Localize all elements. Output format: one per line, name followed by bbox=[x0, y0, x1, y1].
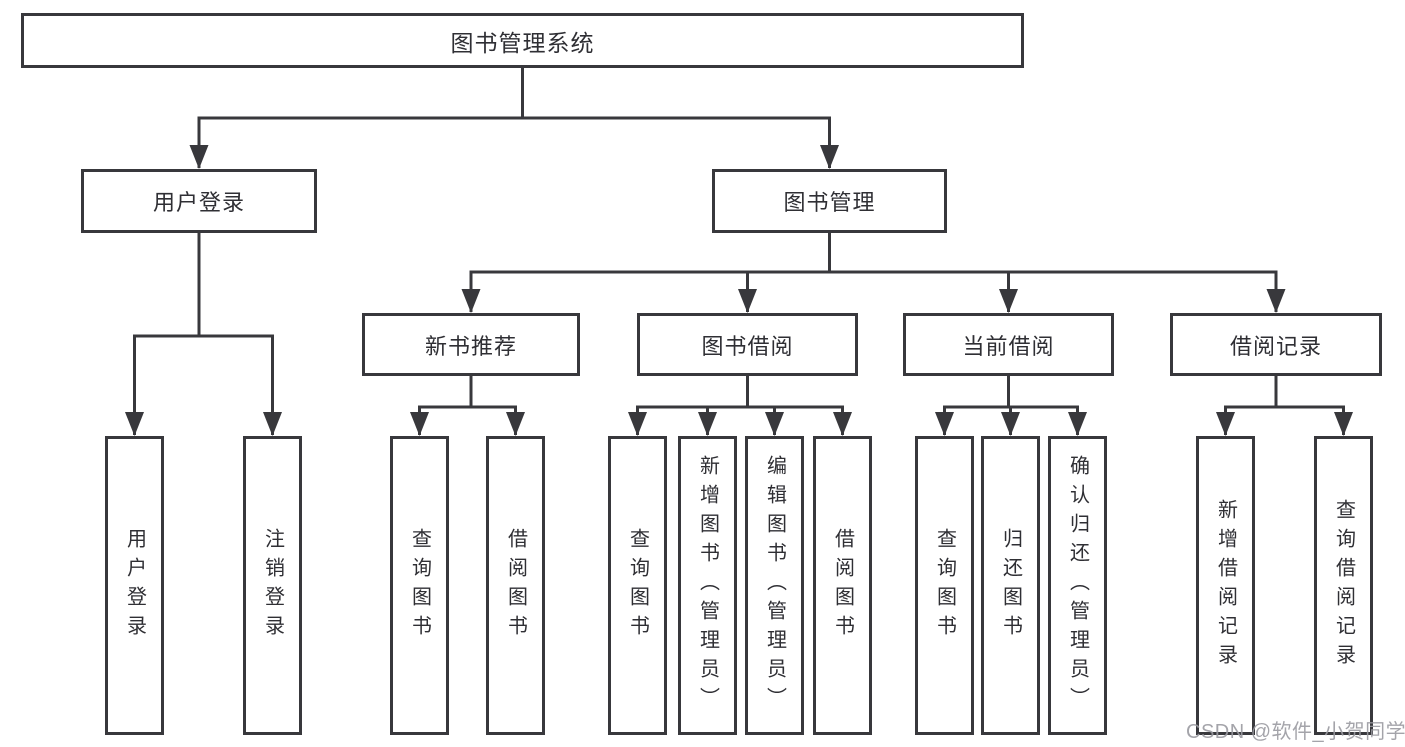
node-new-book-recommendation-label: 新书推荐 bbox=[424, 333, 517, 359]
leaf-rec-borrow-books: 借阅图书 bbox=[486, 436, 545, 735]
leaf-borrow-borrow-books: 借阅图书 bbox=[813, 436, 872, 735]
leaf-current-return-books: 归还图书 bbox=[981, 436, 1040, 735]
node-borrowing-records: 借阅记录 bbox=[1170, 313, 1382, 376]
node-borrowing-records-label: 借阅记录 bbox=[1229, 333, 1322, 359]
leaf-borrow-query-books: 查询图书 bbox=[608, 436, 667, 735]
leaf-current-return-books-label: 归还图书 bbox=[999, 527, 1022, 644]
leaf-records-query-borrow-record-label: 查询借阅记录 bbox=[1332, 498, 1355, 673]
leaf-current-confirm-return-admin-label: 确认归还（管理员） bbox=[1066, 455, 1089, 716]
node-new-book-recommendation: 新书推荐 bbox=[362, 313, 580, 376]
leaf-rec-borrow-books-label: 借阅图书 bbox=[504, 527, 527, 644]
leaf-borrow-add-books-admin: 新增图书（管理员） bbox=[678, 436, 737, 735]
node-book-management-label: 图书管理 bbox=[783, 190, 876, 215]
leaf-rec-query-books: 查询图书 bbox=[390, 436, 449, 735]
node-root: 图书管理系统 bbox=[21, 13, 1024, 68]
node-root-label: 图书管理系统 bbox=[450, 29, 595, 56]
node-user-login-label: 用户登录 bbox=[152, 190, 245, 215]
leaf-records-query-borrow-record: 查询借阅记录 bbox=[1314, 436, 1373, 735]
leaf-records-add-borrow-record: 新增借阅记录 bbox=[1196, 436, 1255, 735]
leaf-borrow-add-books-admin-label: 新增图书（管理员） bbox=[696, 455, 719, 716]
leaf-records-add-borrow-record-label: 新增借阅记录 bbox=[1214, 498, 1237, 673]
leaf-user-login-label: 用户登录 bbox=[123, 527, 146, 644]
node-book-borrowing-label: 图书借阅 bbox=[701, 333, 794, 359]
node-user-login: 用户登录 bbox=[81, 169, 317, 233]
leaf-logout-label: 注销登录 bbox=[261, 527, 284, 644]
csdn-watermark: CSDN @软件_小贺同学 bbox=[1186, 721, 1405, 743]
node-book-borrowing: 图书借阅 bbox=[637, 313, 858, 376]
leaf-borrow-query-books-label: 查询图书 bbox=[626, 527, 649, 644]
leaf-rec-query-books-label: 查询图书 bbox=[408, 527, 431, 644]
node-book-management: 图书管理 bbox=[712, 169, 947, 233]
node-current-borrowing-label: 当前借阅 bbox=[962, 333, 1055, 359]
leaf-user-login: 用户登录 bbox=[105, 436, 164, 735]
leaf-borrow-borrow-books-label: 借阅图书 bbox=[831, 527, 854, 644]
leaf-logout: 注销登录 bbox=[243, 436, 302, 735]
leaf-current-confirm-return-admin: 确认归还（管理员） bbox=[1048, 436, 1107, 735]
node-current-borrowing: 当前借阅 bbox=[903, 313, 1114, 376]
leaf-current-query-books: 查询图书 bbox=[915, 436, 974, 735]
leaf-current-query-books-label: 查询图书 bbox=[933, 527, 956, 644]
leaf-borrow-edit-books-admin-label: 编辑图书（管理员） bbox=[763, 455, 786, 716]
leaf-borrow-edit-books-admin: 编辑图书（管理员） bbox=[745, 436, 804, 735]
